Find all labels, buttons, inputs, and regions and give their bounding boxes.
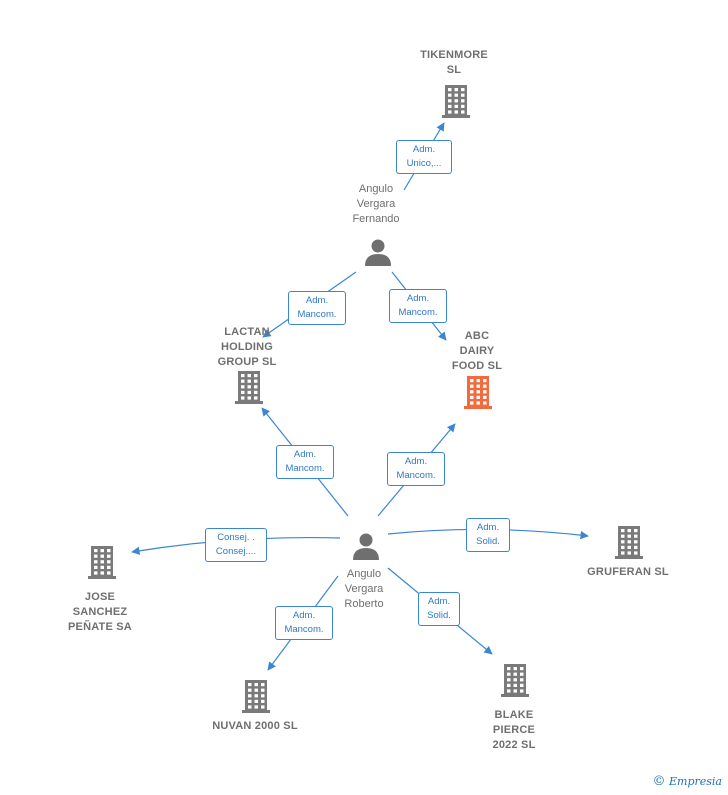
company-tikenmore-building-icon[interactable] <box>442 85 470 118</box>
edge-label-fernando-tikenmore[interactable]: Adm. Unico,... <box>396 140 452 174</box>
copyright-symbol: © <box>652 774 666 789</box>
person-fernando-icon[interactable] <box>365 239 391 267</box>
edge-label-roberto-blake[interactable]: Adm. Solid. <box>418 592 460 626</box>
company-abc-building-icon[interactable] <box>464 376 492 409</box>
person-roberto-label[interactable]: Angulo Vergara Roberto <box>344 568 384 610</box>
company-gruferan-building-icon[interactable] <box>615 526 643 559</box>
edge-label-roberto-jose[interactable]: Consej. . Consej.... <box>205 528 267 562</box>
company-nuvan-building-icon[interactable] <box>242 680 270 713</box>
company-lactan-label[interactable]: LACTAN HOLDING GROUP SL <box>217 326 277 368</box>
edge-label-fernando-lactan[interactable]: Adm. Mancom. <box>288 291 346 325</box>
edge-label-roberto-nuvan[interactable]: Adm. Mancom. <box>275 606 333 640</box>
edge-label-roberto-lactan[interactable]: Adm. Mancom. <box>276 445 334 479</box>
company-tikenmore-label[interactable]: TIKENMORE SL <box>420 49 488 76</box>
company-jose-building-icon[interactable] <box>88 546 116 579</box>
edge-label-fernando-abc[interactable]: Adm. Mancom. <box>389 289 447 323</box>
edge-label-roberto-abc[interactable]: Adm. Mancom. <box>387 452 445 486</box>
company-gruferan-label[interactable]: GRUFERAN SL <box>587 566 669 578</box>
person-roberto-icon[interactable] <box>353 533 379 561</box>
empresia-logo[interactable]: © Empresia <box>653 774 723 789</box>
company-blake-label[interactable]: BLAKE PIERCE 2022 SL <box>492 709 536 751</box>
company-jose-label[interactable]: JOSE SANCHEZ PEÑATE SA <box>68 591 132 633</box>
company-lactan-building-icon[interactable] <box>235 371 263 404</box>
company-blake-building-icon[interactable] <box>501 664 529 697</box>
company-abc-label[interactable]: ABC DAIRY FOOD SL <box>451 330 503 372</box>
person-fernando-label[interactable]: Angulo Vergara Fernando <box>352 183 400 225</box>
company-nuvan-label[interactable]: NUVAN 2000 SL <box>212 720 298 732</box>
edge-label-roberto-gruferan[interactable]: Adm. Solid. <box>466 518 510 552</box>
brand-name: Empresia <box>669 775 722 788</box>
